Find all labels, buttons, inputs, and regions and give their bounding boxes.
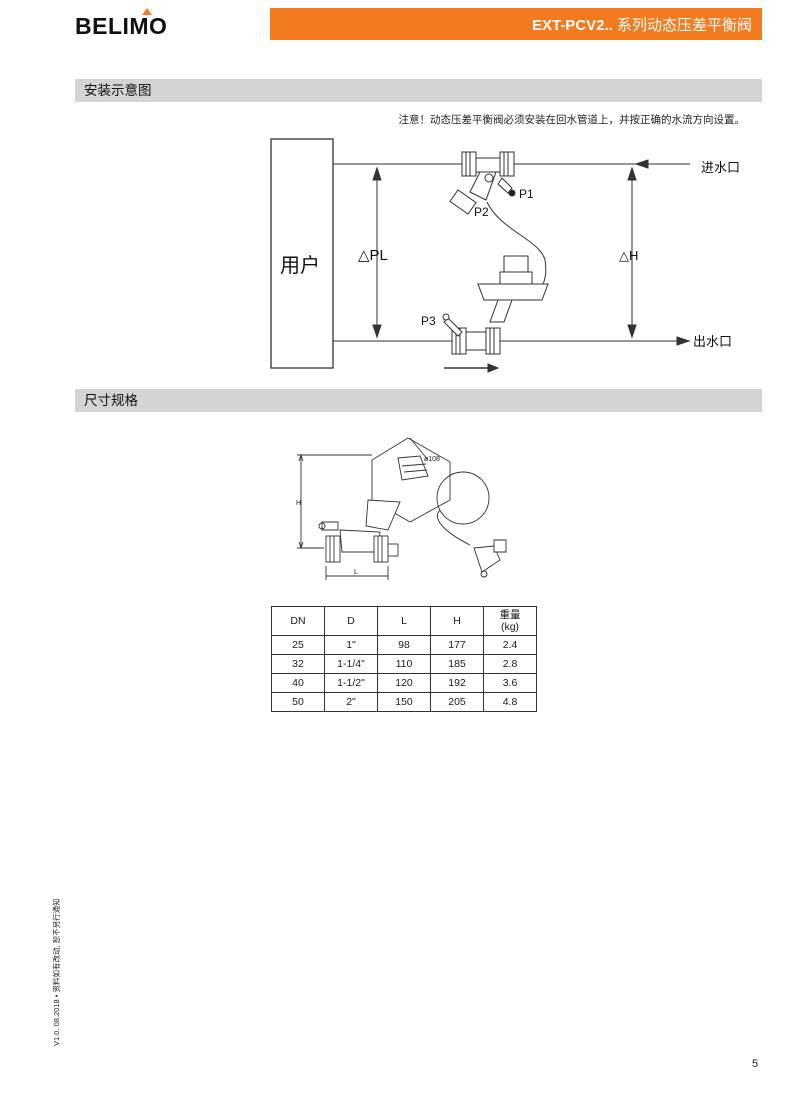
cell-d: 1-1/2" [324,673,378,693]
cell-d: 2" [324,692,378,712]
cell-h: 185 [430,654,484,674]
cell-l: 110 [377,654,431,674]
cell-weight: 2.8 [483,654,537,674]
cell-h: 177 [430,635,484,655]
cell-d: 1" [324,635,378,655]
supply-valve-icon [449,151,515,215]
cell-weight: 2.4 [483,635,537,655]
p2-label: P2 [474,205,489,219]
col-dn: DN [271,606,325,636]
cell-dn: 50 [271,692,325,712]
user-box [270,138,334,369]
cell-l: 120 [377,673,431,693]
h-label: △H [619,248,638,263]
cell-dn: 25 [271,635,325,655]
cell-weight: 4.8 [483,692,537,712]
col-d: D [324,606,378,636]
table-row: 32 1-1/4" 110 185 2.8 [271,654,537,674]
col-weight: 重量(kg) [483,606,537,636]
col-h: H [430,606,484,636]
user-label: 用户 [280,254,320,277]
belimo-logo: BELIMO [75,13,168,39]
dimension-table: DN D L H 重量(kg) 25 1" 98 177 2.4 32 1-1/… [271,606,537,712]
cell-d: 1-1/4" [324,654,378,674]
cell-l: 98 [377,635,431,655]
table-header-row: DN D L H 重量(kg) [271,606,537,636]
logo-accent-icon [142,8,152,15]
p3-label: P3 [421,314,436,328]
cell-h: 205 [430,692,484,712]
table-row: 40 1-1/2" 120 192 3.6 [271,673,537,693]
cell-l: 150 [377,692,431,712]
section-dimensions-title: 尺寸规格 [75,389,762,412]
document-title: EXT-PCV2.. 系列动态压差平衡阀 [532,14,752,35]
return-valve-icon [451,255,549,355]
col-weight-name: 重量 [499,609,521,621]
section-installation-title: 安装示意图 [75,79,762,102]
inlet-label: 进水口 [701,160,740,175]
cell-h: 192 [430,673,484,693]
dimension-drawing: ø108 H L [296,437,507,580]
col-l: L [377,606,431,636]
title-description: 系列动态压差平衡阀 [612,16,752,34]
col-weight-unit: (kg) [500,621,520,633]
cell-dn: 40 [271,673,325,693]
page-number: 5 [752,1058,759,1070]
installation-diagram: 用户 △PL △H 进水口 出水口 P1 P2 P3 [270,138,740,373]
cell-weight: 3.6 [483,673,537,693]
outlet-label: 出水口 [693,334,732,349]
pl-label: △PL [358,247,388,264]
installation-note: 注意！动态压差平衡阀必须安装在回水管道上，并按正确的水流方向设置。 [398,114,746,126]
title-model: EXT-PCV2.. [531,16,613,34]
version-notice: V1.0. 08.2018 • 资料如有改动, 恕不另行通知 [52,898,61,1046]
l-dimension-label: L [354,569,358,576]
diameter-label: ø108 [424,456,440,463]
table-row: 50 2" 150 205 4.8 [271,692,537,712]
h-dimension-label: H [296,500,301,507]
header-bar: EXT-PCV2.. 系列动态压差平衡阀 [270,8,762,40]
p1-label: P1 [519,187,534,201]
cell-dn: 32 [271,654,325,674]
table-row: 25 1" 98 177 2.4 [271,635,537,655]
